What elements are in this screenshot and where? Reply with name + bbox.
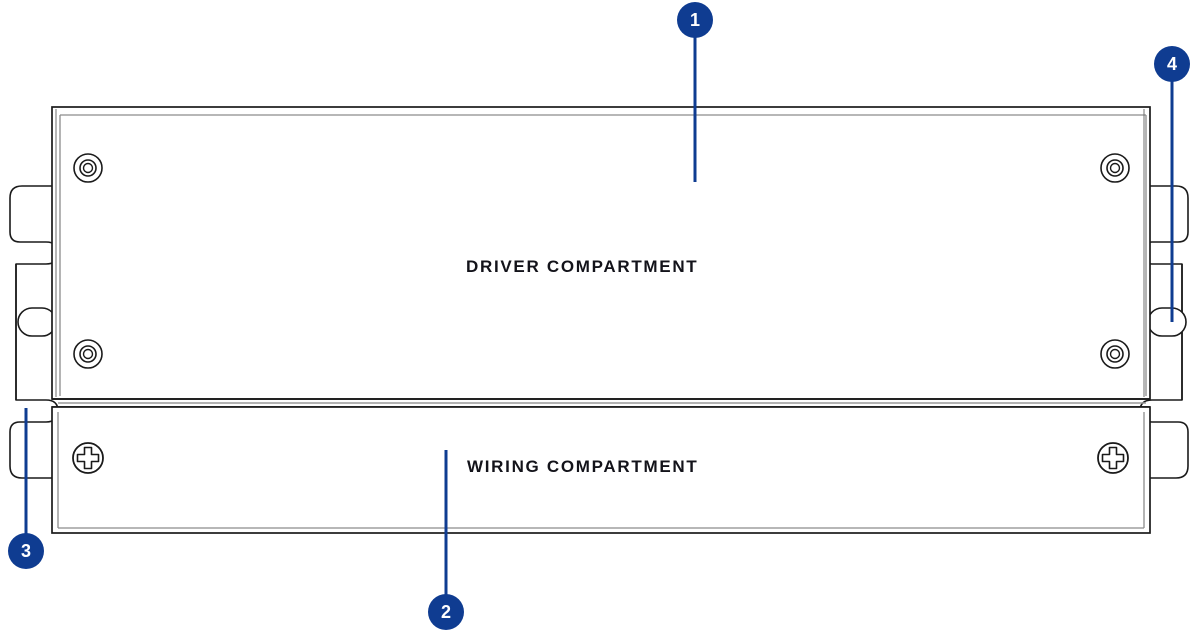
wiring-compartment[interactable] xyxy=(51,406,1151,534)
right-bracket-slot xyxy=(1147,307,1187,337)
driver-rivet-top-left xyxy=(73,153,103,183)
callout-badge-1[interactable]: 1 xyxy=(677,2,713,38)
driver-compartment[interactable] xyxy=(51,106,1151,400)
driver-rivet-top-right xyxy=(1100,153,1130,183)
wiring-compartment-body xyxy=(51,406,1151,534)
driver-compartment-body xyxy=(51,106,1151,400)
callout-badge-2[interactable]: 2 xyxy=(428,594,464,630)
driver-compartment-label: DRIVER COMPARTMENT xyxy=(466,257,699,276)
right-mounting-bracket[interactable] xyxy=(1139,185,1189,479)
left-mounting-bracket[interactable] xyxy=(9,185,59,479)
driver-rivet-bottom-left xyxy=(73,339,103,369)
callout-badge-3[interactable]: 3 xyxy=(8,533,44,569)
callout-badge-4[interactable]: 4 xyxy=(1154,46,1190,82)
wiring-phillips-screw-left xyxy=(72,442,104,474)
driver-rivet-bottom-right xyxy=(1100,339,1130,369)
wiring-compartment-label: WIRING COMPARTMENT xyxy=(467,457,699,476)
wiring-phillips-screw-right xyxy=(1097,442,1129,474)
compartment-seam xyxy=(52,398,1150,408)
left-bracket-slot xyxy=(17,307,57,337)
